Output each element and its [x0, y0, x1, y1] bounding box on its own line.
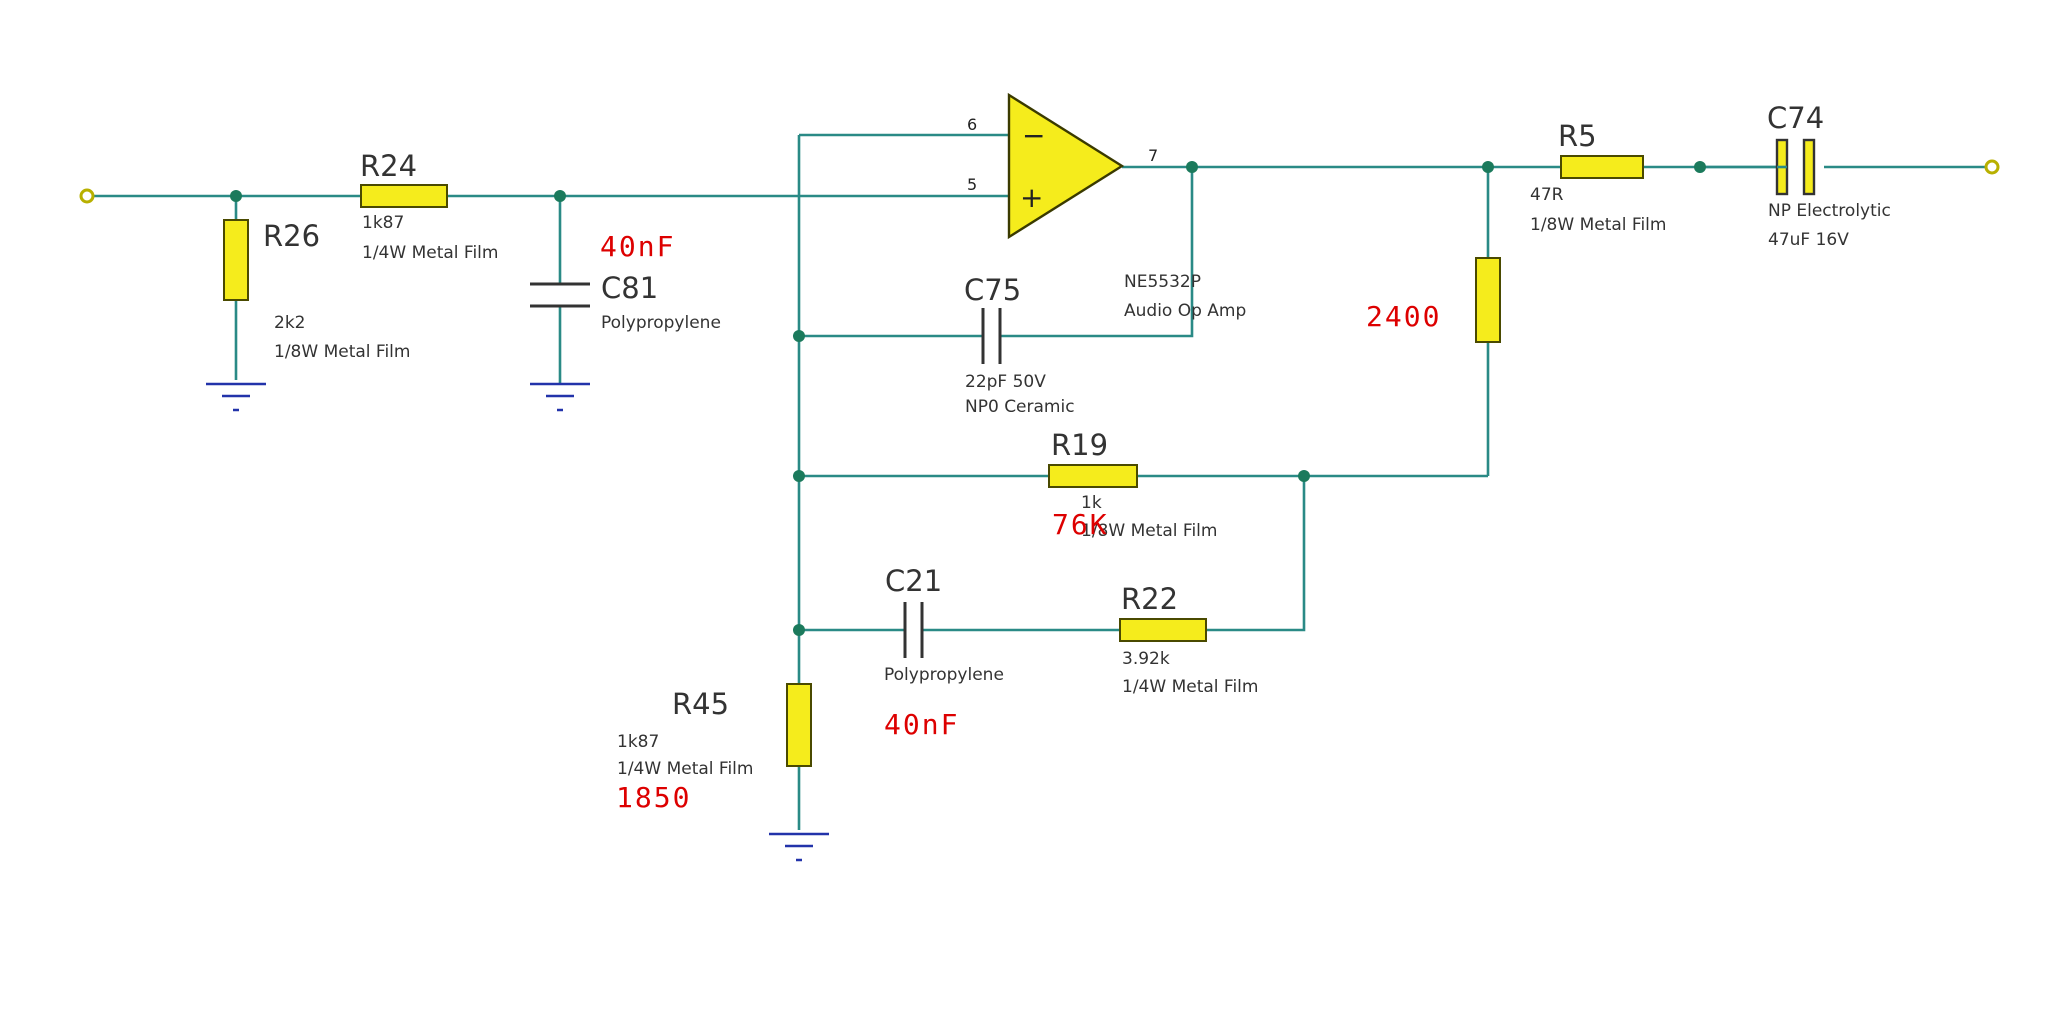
r24-body — [360, 184, 448, 208]
ground-r26 — [206, 382, 266, 412]
r24-value: 1k87 — [362, 213, 404, 233]
opamp-part: NE5532P — [1124, 272, 1201, 292]
c81-ref: C81 — [601, 271, 658, 305]
r5-ref: R5 — [1558, 119, 1597, 153]
r45-ref: R45 — [672, 687, 729, 721]
r19-ref: R19 — [1051, 428, 1108, 462]
output-terminal — [1984, 159, 2000, 175]
r26-ref: R26 — [263, 219, 320, 253]
r24-ref: R24 — [360, 149, 417, 183]
r22-desc: 1/4W Metal Film — [1122, 677, 1258, 697]
opamp-pin-inv: 6 — [967, 115, 977, 134]
opamp-desc: Audio Op Amp — [1124, 301, 1246, 321]
opamp-pin-out: 7 — [1148, 146, 1158, 165]
c74-desc: NP Electrolytic — [1768, 201, 1891, 221]
r18-body — [1475, 257, 1501, 343]
opamp-u1: − + 6 5 7 — [967, 92, 1158, 240]
r22-ref: R22 — [1121, 582, 1178, 616]
r45-desc: 1/4W Metal Film — [617, 759, 753, 779]
r5-body — [1560, 155, 1644, 179]
c75-ref: C75 — [964, 273, 1021, 307]
r45-body — [786, 683, 812, 767]
r19-desc: 1/8W Metal Film — [1081, 521, 1217, 541]
r18-annotation: 2400 — [1366, 300, 1441, 333]
ground-r45 — [769, 832, 829, 862]
input-terminal — [79, 188, 95, 204]
opamp-pin-noninv: 5 — [967, 175, 977, 194]
c21-desc: Polypropylene — [884, 665, 1004, 685]
c75-symbol — [981, 308, 1002, 364]
c21-ref: C21 — [885, 564, 942, 598]
r5-value: 47R — [1530, 185, 1564, 205]
r19-value: 1k — [1081, 493, 1102, 513]
junctions — [230, 161, 1706, 636]
c81-annotation: 40nF — [600, 230, 675, 263]
c81-symbol — [530, 282, 590, 308]
ground-c81 — [530, 382, 590, 412]
c81-desc: Polypropylene — [601, 313, 721, 333]
opamp-plus-sign: + — [1020, 181, 1043, 214]
r19-body — [1048, 464, 1138, 488]
c75-value: 22pF 50V — [965, 372, 1046, 392]
opamp-minus-sign: − — [1022, 119, 1045, 152]
r26-body — [223, 219, 249, 301]
wires — [87, 133, 1992, 830]
r22-value: 3.92k — [1122, 649, 1170, 669]
c74-symbol — [1775, 138, 1816, 196]
c21-r22-row — [799, 476, 1306, 632]
r45-value: 1k87 — [617, 732, 659, 752]
c21-annotation: 40nF — [884, 708, 959, 741]
r24-desc: 1/4W Metal Film — [362, 243, 498, 263]
r26-value: 2k2 — [274, 313, 305, 333]
c75-desc: NP0 Ceramic — [965, 397, 1075, 417]
c21-symbol — [903, 602, 924, 658]
c74-ref: C74 — [1767, 101, 1824, 135]
r45-annotation: 1850 — [616, 781, 691, 814]
r19-annotation: 76K — [1052, 508, 1109, 541]
feedback-node-wire — [797, 133, 1009, 830]
r5-desc: 1/8W Metal Film — [1530, 215, 1666, 235]
r26-desc: 1/8W Metal Film — [274, 342, 410, 362]
r22-body — [1119, 618, 1207, 642]
c74-value: 47uF 16V — [1768, 230, 1849, 250]
c75-loop — [799, 167, 1194, 338]
